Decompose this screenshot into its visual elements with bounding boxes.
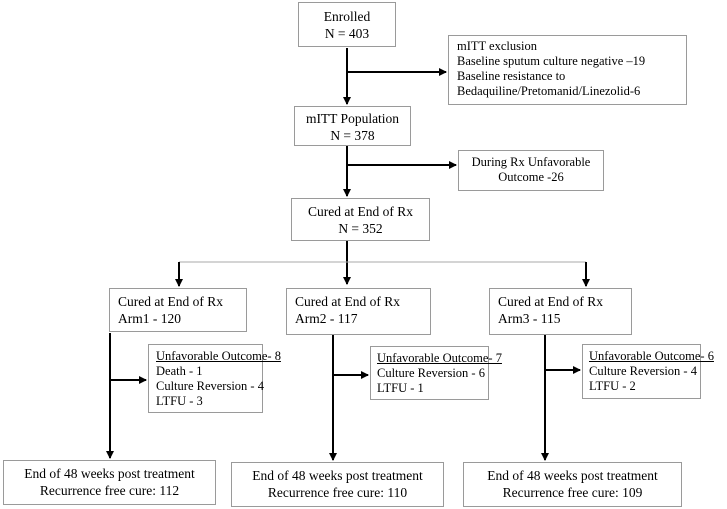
mitt-population-box: mITT Population N = 378: [294, 106, 411, 146]
during-rx-line1: During Rx Unfavorable: [471, 155, 591, 169]
mitt-exclusion-resistance: Baseline resistance to: [457, 69, 566, 83]
cured-end-title: Cured at End of Rx: [308, 204, 413, 219]
arm2-cured-box: Cured at End of Rx Arm2 - 117: [286, 288, 431, 335]
mitt-exclusion-heading: mITT exclusion: [457, 39, 537, 53]
arm1-cured-count: Arm1 - 120: [118, 311, 181, 326]
arm2-unfavorable-line: Culture Reversion - 6: [377, 366, 485, 380]
mitt-population-count: N = 378: [330, 128, 375, 143]
arm1-end-result: Recurrence free cure: 112: [39, 483, 180, 498]
arm1-end-box: End of 48 weeks post treatment Recurrenc…: [3, 460, 216, 505]
enrolled-box: Enrolled N = 403: [298, 2, 396, 47]
arm3-end-box: End of 48 weeks post treatment Recurrenc…: [463, 462, 682, 507]
arm3-unfavorable-line: LTFU - 2: [589, 379, 636, 393]
cured-end-box: Cured at End of Rx N = 352: [291, 198, 430, 241]
arm3-unfavorable-box: Unfavorable Outcome- 6 Culture Reversion…: [582, 344, 714, 399]
arm1-unfavorable-line: Death - 1: [156, 364, 203, 378]
cured-end-count: N = 352: [338, 221, 383, 236]
arm3-unfavorable-heading: Unfavorable Outcome- 6: [589, 349, 714, 363]
arm2-end-box: End of 48 weeks post treatment Recurrenc…: [231, 462, 444, 507]
arm3-cured-title: Cured at End of Rx: [498, 294, 603, 309]
enrolled-count: N = 403: [324, 26, 370, 41]
arm1-unfavorable-heading: Unfavorable Outcome- 8: [156, 349, 281, 363]
arm2-end-result: Recurrence free cure: 110: [267, 485, 408, 500]
arm1-unfavorable-line: LTFU - 3: [156, 394, 203, 408]
arm2-unfavorable-heading: Unfavorable Outcome- 7: [377, 351, 502, 365]
during-rx-line2: Outcome -26: [498, 170, 564, 184]
mitt-population-title: mITT Population: [305, 111, 400, 126]
arm3-cured-box: Cured at End of Rx Arm3 - 115: [489, 288, 632, 335]
arm1-unfavorable-line: Culture Reversion - 4: [156, 379, 264, 393]
arm2-cured-title: Cured at End of Rx: [295, 294, 400, 309]
enrolled-title: Enrolled: [323, 9, 371, 24]
arm1-cured-box: Cured at End of Rx Arm1 - 120: [109, 288, 247, 332]
arm2-cured-count: Arm2 - 117: [295, 311, 358, 326]
arm2-unfavorable-box: Unfavorable Outcome- 7 Culture Reversion…: [370, 346, 502, 400]
arm1-unfavorable-box: Unfavorable Outcome- 8 Death - 1 Culture…: [148, 344, 281, 413]
arm1-cured-title: Cured at End of Rx: [118, 294, 223, 309]
arm3-unfavorable-line: Culture Reversion - 4: [589, 364, 697, 378]
arm3-cured-count: Arm3 - 115: [498, 311, 561, 326]
arm3-end-result: Recurrence free cure: 109: [502, 485, 643, 500]
during-rx-box: During Rx Unfavorable Outcome -26: [458, 150, 604, 191]
mitt-exclusion-box: mITT exclusion Baseline sputum culture n…: [448, 35, 687, 105]
arm2-end-title: End of 48 weeks post treatment: [252, 468, 423, 483]
arm1-end-title: End of 48 weeks post treatment: [24, 466, 195, 481]
arm3-end-title: End of 48 weeks post treatment: [487, 468, 658, 483]
arm2-unfavorable-line: LTFU - 1: [377, 381, 424, 395]
mitt-exclusion-drugs: Bedaquiline/Pretomanid/Linezolid-6: [457, 84, 641, 98]
mitt-exclusion-culture-negative: Baseline sputum culture negative –19: [457, 54, 646, 68]
